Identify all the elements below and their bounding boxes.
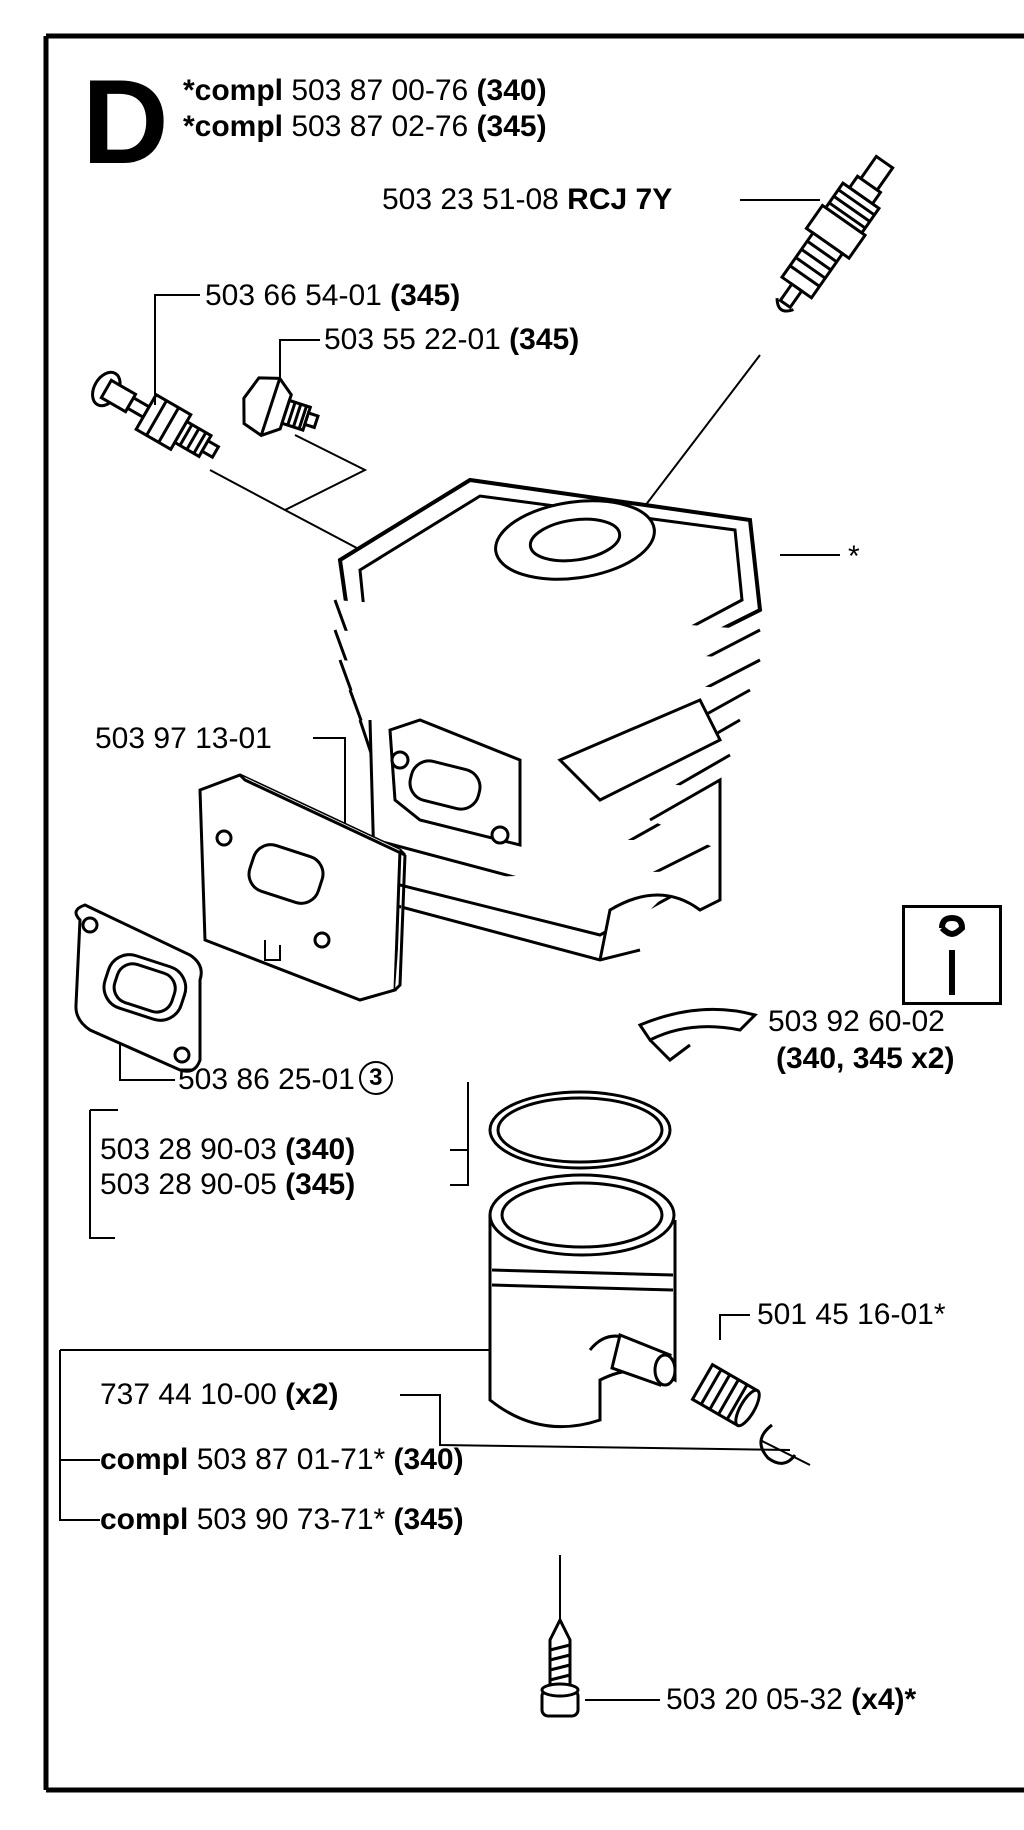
needle-bearing-drawing [690,1362,761,1428]
model-label: (345) [509,323,580,356]
label-needle-bearing: 501 45 16-01* [757,1298,946,1332]
circlip-drawing [759,1423,811,1466]
part-number: 503 66 54-01 [205,279,382,312]
quantity-label: (x4)* [851,1683,917,1716]
section-letter: D [82,55,169,189]
header-line-2: *compl 503 87 02-76 (345) [183,110,547,144]
piston-ring-drawing [488,1090,672,1170]
model-label: (345) [476,110,547,143]
diagram-frame [43,33,1024,1793]
part-number: 503 90 73-71* [196,1503,386,1536]
label-clip-part: 503 92 60-02 [768,1005,945,1039]
piston-drawing [488,1173,677,1429]
model-label: (340) [476,74,547,107]
model-label: (345) [285,1168,356,1201]
quantity-label: (x2) [285,1378,339,1411]
part-spec: RCJ 7Y [567,183,673,216]
label-clip-part-models: (340, 345 x2) [776,1042,954,1076]
cylinder-marker: * [848,540,860,573]
info-box [902,905,1002,1005]
compl-prefix: compl [100,1443,189,1476]
label-screw: 503 20 05-32 (x4)* [666,1683,916,1717]
gasket-plate-drawing [198,773,407,1002]
label-piston-compl-345: compl 503 90 73-71* (345) [100,1503,464,1537]
label-decomp-valve: 503 66 54-01 (345) [205,279,460,313]
model-label: (345) [393,1503,464,1536]
part-number: 503 55 22-01 [324,323,501,356]
label-plug-screw: 503 55 22-01 (345) [324,323,579,357]
cylinder-drawing [333,477,763,962]
clip-part-drawing [637,1007,758,1062]
compl-prefix: compl [100,1503,189,1536]
part-number: 503 87 02-76 [291,110,469,143]
model-label: (345) [390,279,461,312]
model-label: (340) [393,1443,464,1476]
label-piston-ring-345: 503 28 90-05 (345) [100,1168,355,1202]
spark-plug-drawing [740,154,895,313]
compl-prefix: *compl [183,74,284,107]
model-label: (340) [285,1133,356,1166]
compl-prefix: *compl [183,110,284,143]
part-number: 503 87 00-76 [291,74,469,107]
plug-screw-drawing [242,376,320,438]
part-number: 503 92 60-02 [768,1005,945,1038]
decomp-valve-drawing [91,370,221,460]
muffler-gasket-drawing [74,903,203,1073]
label-gasket-plate: 503 97 13-01 [95,722,272,756]
label-piston-compl-340: compl 503 87 01-71* (340) [100,1443,464,1477]
part-number: 503 20 05-32 [666,1683,843,1716]
header-line-1: *compl 503 87 00-76 (340) [183,74,547,108]
part-number: 503 97 13-01 [95,722,272,755]
label-spark-plug: 503 23 51-08 RCJ 7Y [382,183,672,217]
part-number: 501 45 16-01* [757,1298,946,1331]
wrench-info-icon [939,914,966,995]
part-number: 503 23 51-08 [382,183,559,216]
part-number: 503 28 90-05 [100,1168,277,1201]
model-label: (340, 345 x2) [776,1042,955,1075]
part-number: 737 44 10-00 [100,1378,277,1411]
part-number: 503 28 90-03 [100,1133,277,1166]
label-piston-ring-340: 503 28 90-03 (340) [100,1133,355,1167]
part-number: 503 87 01-71* [196,1443,386,1476]
part-number: 503 86 25-01 [178,1063,355,1096]
circled-reference: 3 [358,1061,393,1096]
screw-drawing [540,1616,580,1718]
label-circlip: 737 44 10-00 (x2) [100,1378,339,1412]
